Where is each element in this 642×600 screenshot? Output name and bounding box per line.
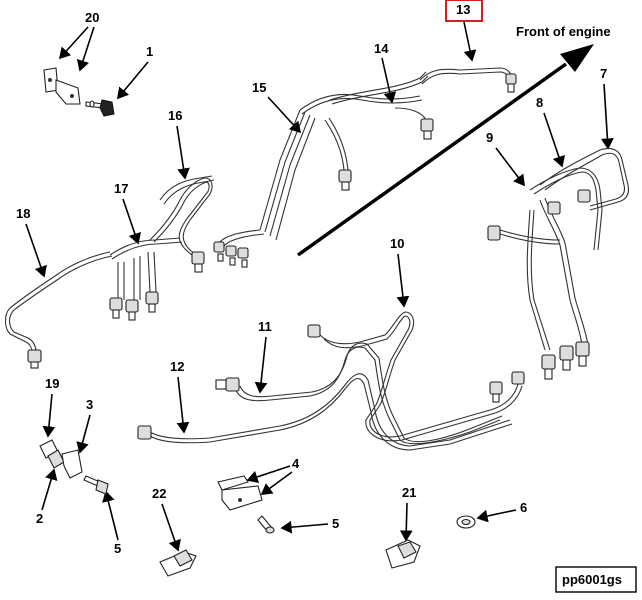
leader-14 <box>381 57 397 104</box>
callout-22[interactable]: 22 <box>152 486 166 501</box>
fuel-line-13 <box>419 67 517 93</box>
fuel-line-16 <box>149 175 215 273</box>
highlight-box-13 <box>445 0 483 22</box>
clamp-22 <box>159 549 197 577</box>
leader-3 <box>76 414 91 454</box>
callout-5-center[interactable]: 5 <box>332 516 339 531</box>
callout-10[interactable]: 10 <box>390 236 404 251</box>
callout-5-left[interactable]: 5 <box>114 541 121 556</box>
callout-16[interactable]: 16 <box>168 108 182 123</box>
front-of-engine-label: Front of engine <box>516 24 611 39</box>
bolt-5-left <box>83 475 109 495</box>
callout-14[interactable]: 14 <box>374 41 389 56</box>
leader-9 <box>495 147 525 187</box>
fuel-line-11 <box>215 342 503 445</box>
leader-5-left <box>102 490 119 541</box>
callout-21[interactable]: 21 <box>402 485 416 500</box>
leader-17 <box>122 198 141 245</box>
leader-22 <box>161 503 181 552</box>
figure-id: pp6001gs <box>562 572 622 587</box>
callout-12[interactable]: 12 <box>170 359 184 374</box>
grommet-6 <box>456 515 476 529</box>
fuel-line-12 <box>137 373 513 451</box>
leader-4a <box>246 465 291 484</box>
leader-13 <box>463 21 477 62</box>
callout-3[interactable]: 3 <box>86 397 93 412</box>
leader-7 <box>601 83 614 150</box>
leader-20b <box>76 26 95 72</box>
leader-5-center <box>280 520 329 534</box>
fuel-line-14 <box>329 71 434 140</box>
figure-id-box <box>555 566 637 593</box>
leader-16 <box>176 125 190 180</box>
bolt-1 <box>85 99 115 117</box>
callout-18[interactable]: 18 <box>16 206 30 221</box>
leader-2 <box>41 468 58 511</box>
fuel-line-17 <box>109 237 183 321</box>
fuel-line-15 <box>213 93 423 268</box>
callout-20[interactable]: 20 <box>85 10 99 25</box>
clamp-21 <box>385 539 421 569</box>
callout-7[interactable]: 7 <box>600 66 607 81</box>
leader-10 <box>396 253 410 308</box>
callout-19[interactable]: 19 <box>45 376 59 391</box>
callout-4[interactable]: 4 <box>292 456 300 471</box>
leader-11 <box>254 336 268 394</box>
leader-4b <box>260 471 293 495</box>
callout-8[interactable]: 8 <box>536 95 543 110</box>
leader-19 <box>42 393 56 438</box>
leader-18 <box>25 223 47 278</box>
callout-17[interactable]: 17 <box>114 181 128 196</box>
leader-8 <box>543 112 565 168</box>
bracket-4 <box>217 475 263 511</box>
callout-6[interactable]: 6 <box>520 500 527 515</box>
callout-15[interactable]: 15 <box>252 80 266 95</box>
fuel-line-18 <box>4 251 113 369</box>
callout-11[interactable]: 11 <box>258 319 272 334</box>
leader-20a <box>58 26 89 60</box>
leader-21 <box>399 502 413 542</box>
leader-1 <box>116 61 149 100</box>
callout-2[interactable]: 2 <box>36 511 43 526</box>
callout-13[interactable]: 13 <box>456 2 470 17</box>
clamp-20 <box>43 67 81 105</box>
front-of-engine-arrow <box>296 44 594 257</box>
leader-12 <box>176 376 190 434</box>
leader-15 <box>267 96 302 134</box>
callout-9[interactable]: 9 <box>486 130 493 145</box>
fuel-line-10 <box>307 311 525 442</box>
fuel-line-7-8-9 <box>487 147 630 380</box>
callout-1[interactable]: 1 <box>146 44 153 59</box>
bolt-5-center <box>257 515 275 534</box>
clamp-19-3-2 <box>39 439 83 479</box>
leader-6 <box>476 509 517 523</box>
